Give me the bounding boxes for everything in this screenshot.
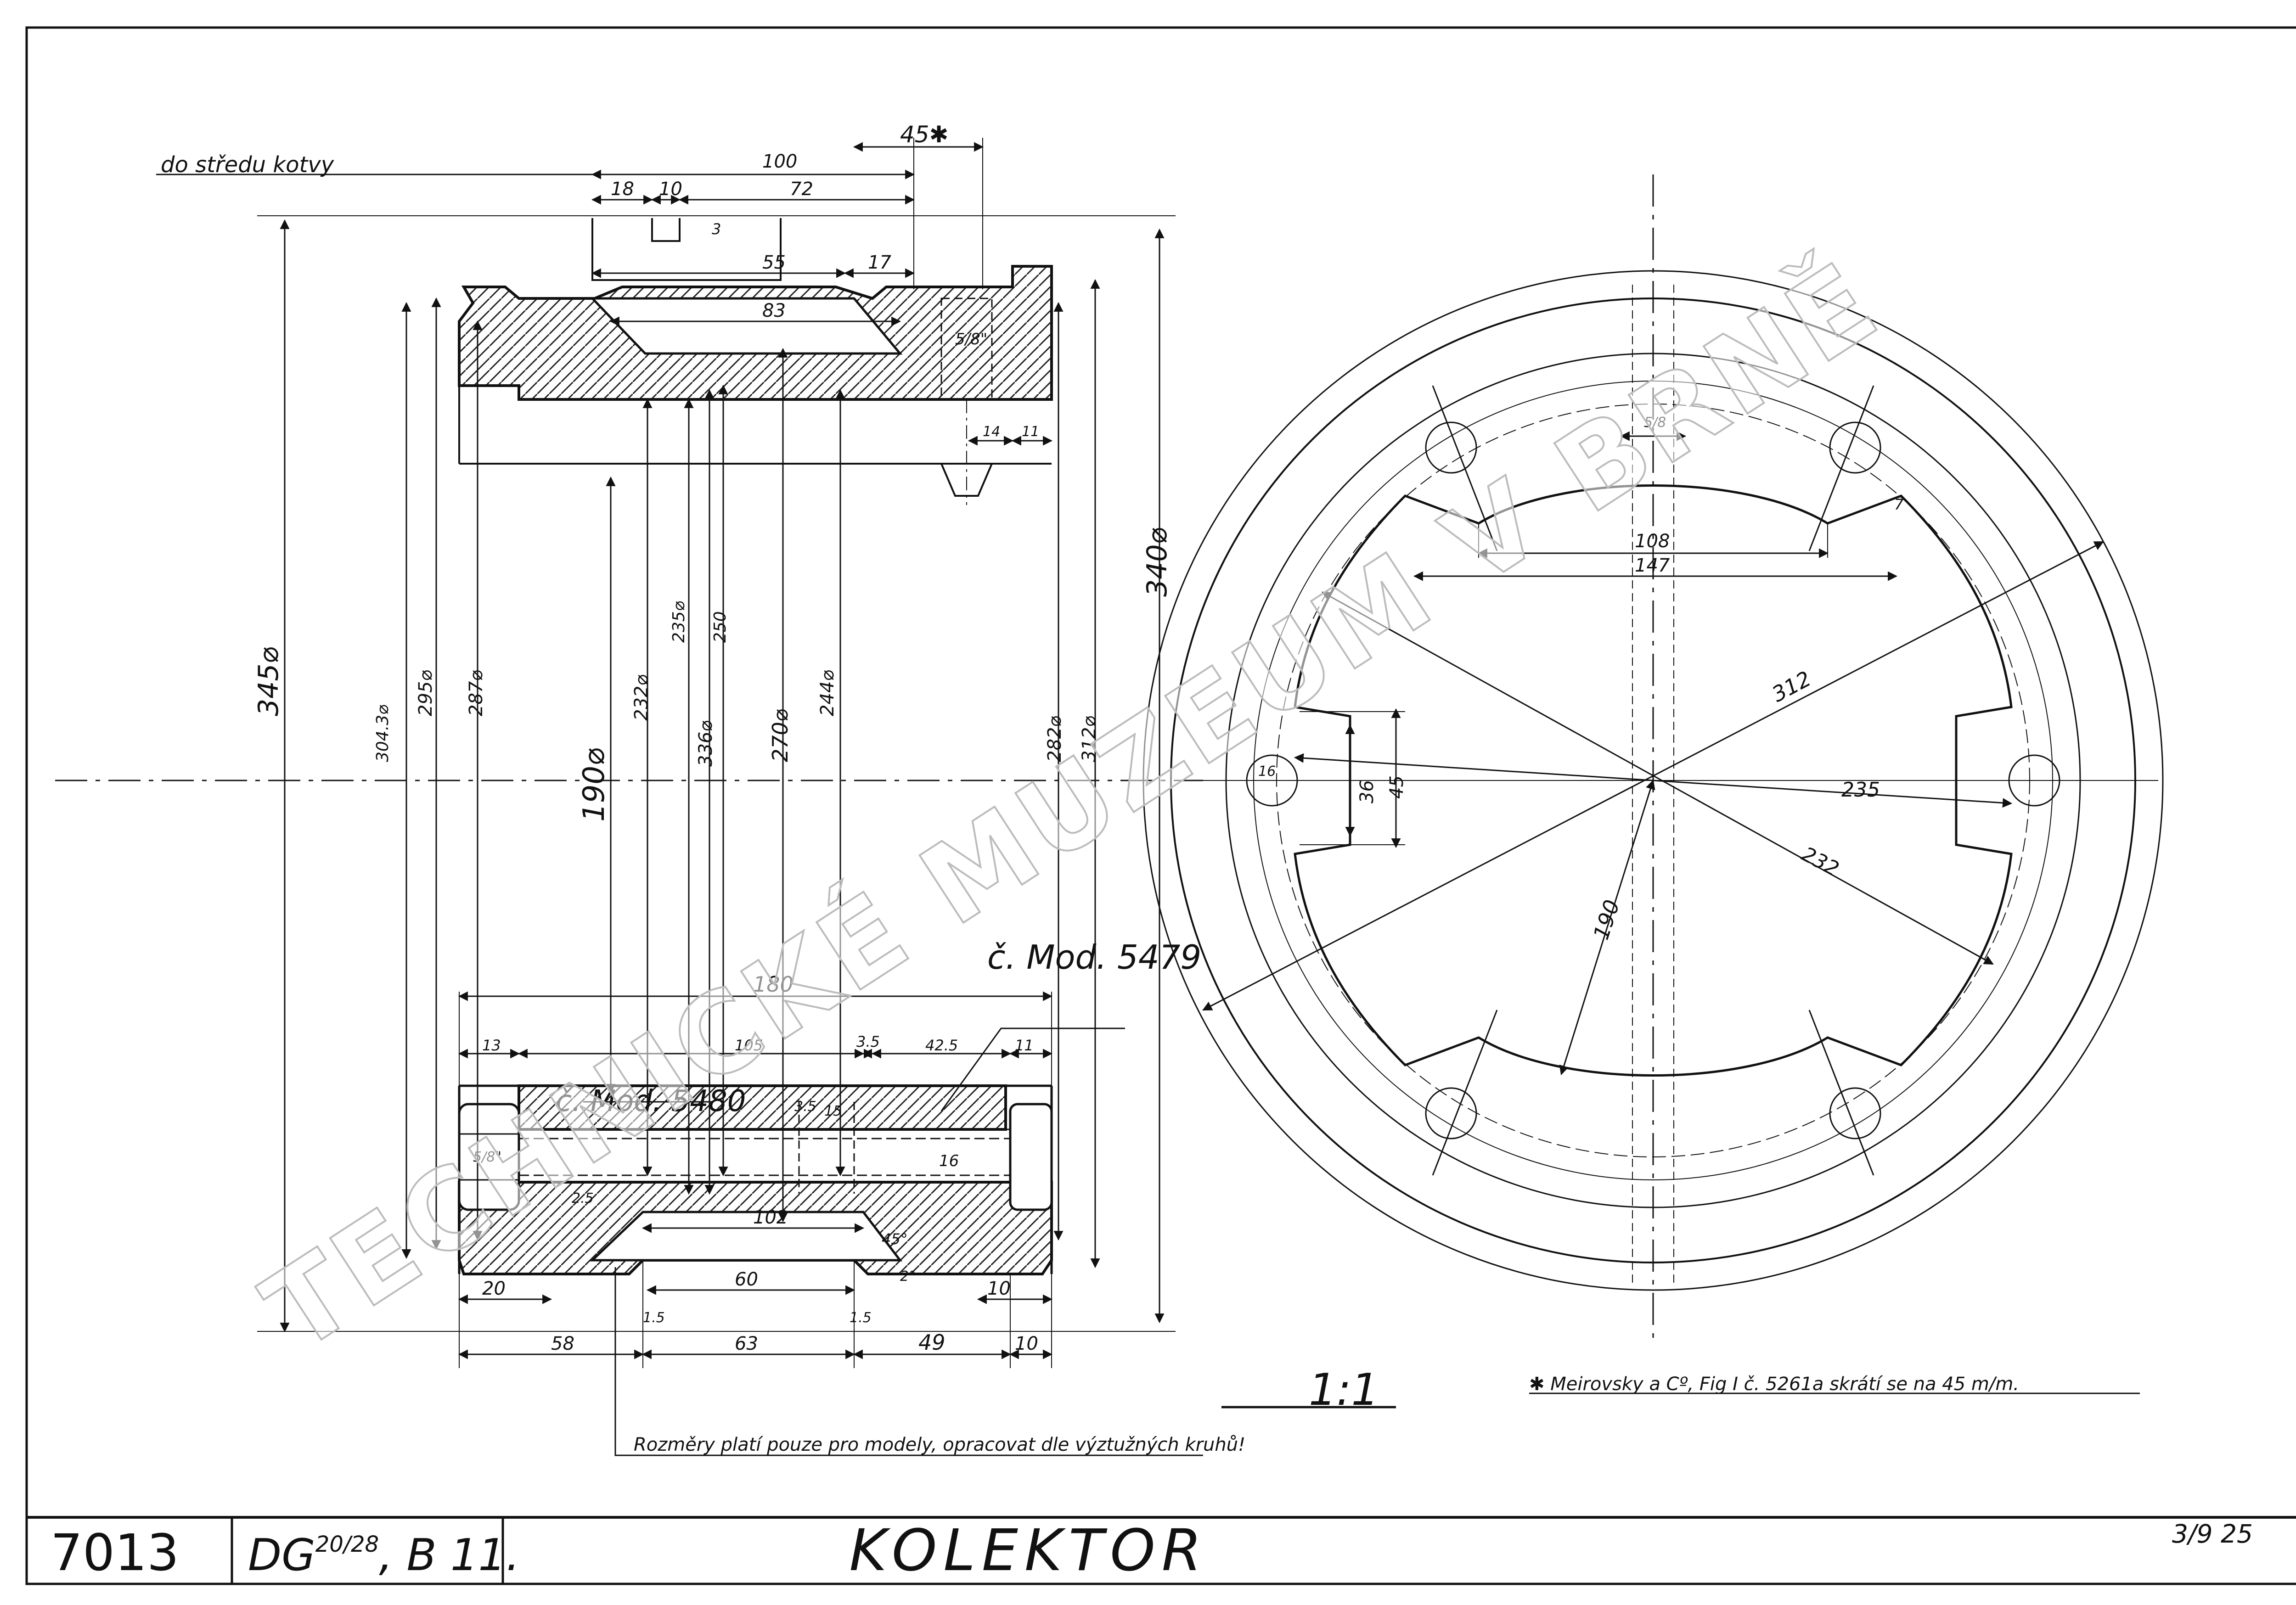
dim-102: 102 [753,1207,788,1228]
dim-d340: 340⌀ [1141,528,1173,597]
circle-dim-312: 312 [1768,666,1815,707]
dim-100: 100 [762,151,797,172]
circle-dim-108: 108 [1635,531,1670,552]
type-code: DG [248,1530,315,1581]
dim-3-5b: 3.5 [794,1099,816,1115]
dim-14: 14 [983,424,1000,440]
circle-dim-45: 45 [1386,775,1407,799]
lower-vgroove [589,1211,903,1262]
dim-d287: 287⌀ [466,670,487,716]
bolt-nut [1009,1103,1053,1211]
drawing-number: 7013 [51,1523,179,1582]
dim-42-5: 42.5 [925,1037,958,1054]
dim-10: 10 [659,179,682,200]
circle-dim-147: 147 [1635,555,1670,576]
dim-45: 45✱ [900,121,949,148]
drawing-scale: 1:1 [1309,1365,1379,1415]
dim-72: 72 [790,179,813,200]
dim-2-5: 2.5 [572,1190,594,1207]
type-rest: , B 11. [379,1530,520,1581]
dim-10b: 10 [1015,1333,1038,1354]
dim-105: 105 [735,1037,763,1054]
dim-d304: 304.3⌀ [373,705,392,762]
upper-boss [591,218,782,281]
dim-d345: 345⌀ [253,647,285,716]
circle-dim-16: 16 [1258,763,1276,780]
type-superscript: 20/28 [315,1532,379,1557]
circle-dim-5-8: 5/8 [1644,415,1666,431]
pattern-note: Rozměry platí pouze pro modely, opracova… [634,1434,1245,1455]
dim-45deg: 45° [882,1230,908,1248]
dim-5-8: 5/8" [955,330,987,348]
drawing-title: KOLEKTOR [849,1517,1208,1584]
upper-vgroove [590,297,903,355]
note-to-armature-center: do středu kotvy [161,152,334,178]
dim-16: 16 [939,1152,959,1170]
model-label-upper: č. Mod. 5479 [987,938,1201,976]
dim-2deg: 2° [900,1268,916,1285]
dim-11b: 11 [1015,1037,1034,1054]
dim-d282: 282⌀ [1044,716,1065,762]
circle-dim-232: 232 [1798,842,1843,881]
front-view [1142,174,2164,1341]
dim-d295: 295⌀ [415,670,436,716]
model-label-lower: č. Mod. 5480 [556,1084,746,1118]
circle-dim-235: 235 [1841,778,1880,802]
dim-20: 20 [482,1278,506,1299]
dim-3-5a: 3.5 [856,1033,880,1050]
dim-10a: 10 [987,1278,1011,1299]
dim-1-5a: 1.5 [643,1310,665,1326]
circle-dim-190: 190 [1588,897,1624,943]
dim-1-5b: 1.5 [850,1310,872,1326]
dim-180: 180 [753,972,793,997]
section-view [55,138,1203,1456]
dim-d336: 336⌀ [695,721,716,767]
dim-83: 83 [762,300,786,321]
circle-dim-36: 36 [1356,780,1378,803]
dim-18: 18 [611,179,634,200]
dim-13: 13 [482,1037,501,1054]
dim-d270: 270⌀ [768,709,793,762]
dim-55: 55 [762,252,786,273]
dim-58: 58 [551,1333,574,1354]
dim-17: 17 [868,252,891,273]
sheet-border [25,26,2296,1585]
circle-dim-7: 7 [1894,496,1904,513]
dim-250: 250 [711,611,730,643]
dim-11a: 11 [1022,424,1039,440]
dim-d190: 190⌀ [577,748,611,822]
dim-63: 63 [735,1333,758,1354]
dim-49: 49 [918,1330,945,1355]
dim-d232: 232⌀ [631,675,652,721]
drawing-date: 3/9 25 [2172,1519,2253,1549]
dim-3: 3 [712,220,721,238]
footnote: ✱ Meirovsky a Cº, Fig I č. 5261a skrátí … [1529,1374,2019,1395]
dim-5-8b: 5/8" [473,1149,501,1165]
dim-d244: 244⌀ [817,670,838,716]
dim-d312: 312⌀ [1079,716,1100,762]
dim-60: 60 [735,1269,758,1290]
svg-text:DG20/28, B 11.: DG20/28, B 11. [248,1530,520,1581]
dim-d235: 235⌀ [670,601,688,643]
dim-15: 15 [824,1103,842,1119]
